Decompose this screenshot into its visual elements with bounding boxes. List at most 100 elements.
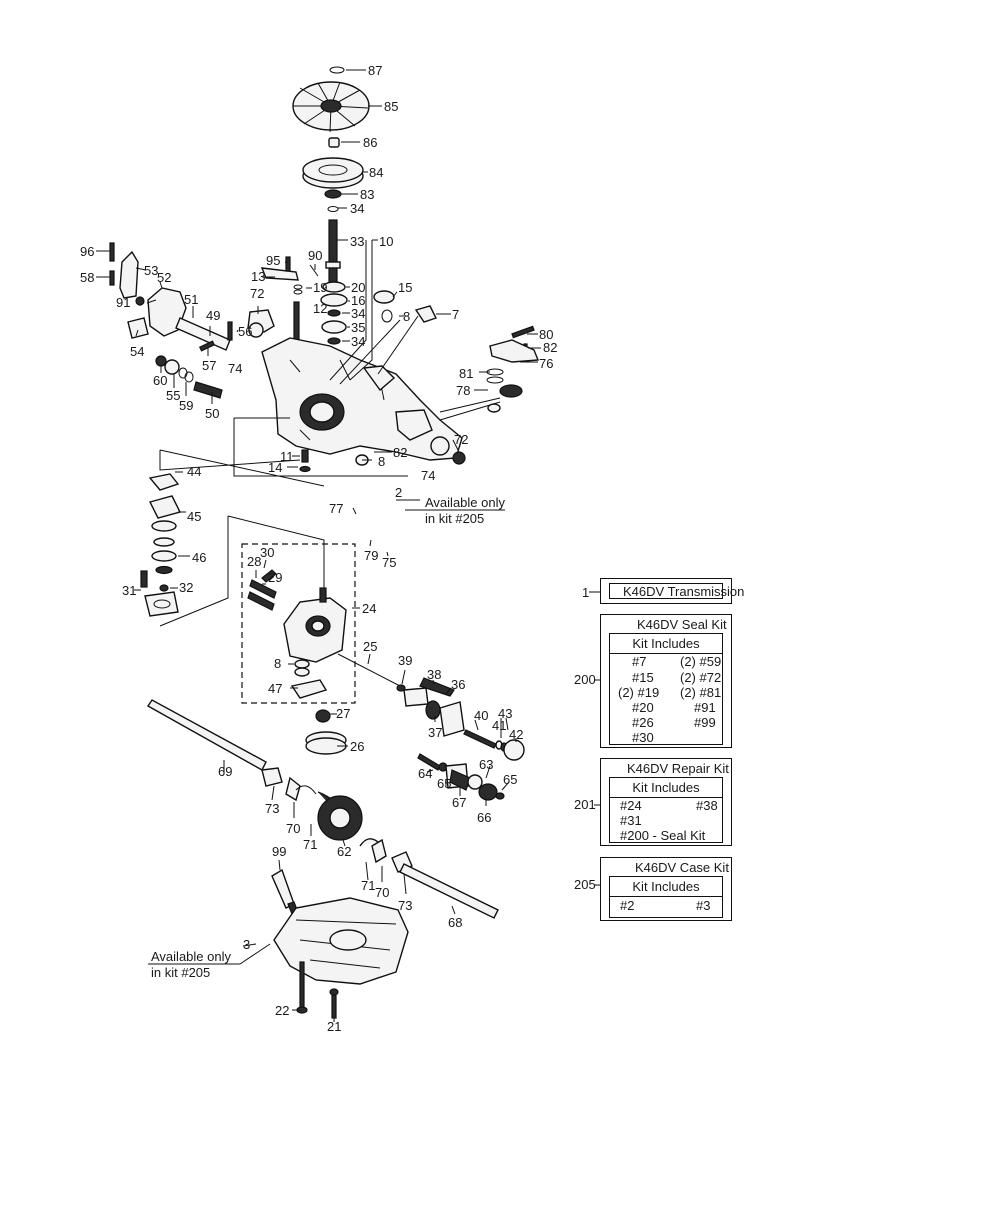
kit-repair-includes-label: Kit Includes [610,779,722,798]
right-axle-shape [399,863,499,919]
callout-59: 59 [179,398,193,413]
callout-24: 24 [362,601,376,616]
callout-71: 71 [303,837,317,852]
available-only-note-upper-2: in kit #205 [425,511,484,526]
seal-stack-group [293,281,348,345]
callout-76: 76 [539,356,553,371]
callout-39: 39 [398,653,412,668]
kit-repair-item: #38 [696,798,718,813]
callout-65b: 65 [503,772,517,787]
callout-79: 79 [364,548,378,563]
callout-32: 32 [179,580,193,595]
callout-74b: 74 [421,468,435,483]
callout-73: 73 [265,801,279,816]
input-shaft-shape [328,219,338,285]
callout-51: 51 [184,292,198,307]
callout-43: 43 [498,706,512,721]
pin-shape [293,301,300,343]
kit-case-title: K46DV Case Kit [635,860,729,875]
callout-87: 87 [368,63,382,78]
callout-55: 55 [166,388,180,403]
cooling-fan-group [292,66,370,285]
callout-58: 58 [80,270,94,285]
callout-65: 65 [437,776,451,791]
callout-36: 36 [451,677,465,692]
kit-repair-item: #31 [620,813,642,828]
callout-33: 33 [350,234,364,249]
callout-10: 10 [379,234,393,249]
callout-16: 16 [351,293,365,308]
kit-case-item: #2 [620,898,635,913]
callout-84: 84 [369,165,383,180]
kit-seal-item: #30 [632,730,654,745]
kit-repair-inner: Kit Includes #24 #31 #200 - Seal Kit #38 [609,777,723,843]
callout-64: 64 [418,766,432,781]
pulley-key-shape [328,137,340,148]
callout-8c: 8 [274,656,281,671]
leader-lines [148,240,420,965]
kit-seal-item: (2) #81 [680,685,722,700]
callout-54: 54 [130,344,144,359]
callout-21: 21 [327,1019,341,1034]
right-gear-train-upper [396,677,525,761]
left-column-parts [140,473,182,617]
callout-46: 46 [192,550,206,565]
left-control-linkage [109,242,319,399]
callout-47: 47 [268,681,282,696]
callout-20: 20 [351,280,365,295]
washer-shape [327,206,339,212]
axle-and-gears [146,699,505,919]
callout-49: 49 [206,308,220,323]
kit-seal-item: #7 [632,654,647,669]
lower-case-shape [273,897,409,1019]
callout-28: 28 [247,554,261,569]
callout-75: 75 [382,555,396,570]
callout-31: 31 [122,583,136,598]
callout-82b: 82 [393,445,407,460]
callout-12: 12 [313,301,327,316]
callout-26: 26 [350,739,364,754]
callout-91: 91 [116,295,130,310]
callout-63: 63 [479,757,493,772]
callout-34c: 34 [351,334,365,349]
kit-number-seal: 200 [574,672,596,687]
callout-13: 13 [251,269,265,284]
center-section-dashed-box [241,543,356,704]
available-only-note-upper-1: Available only [425,495,505,510]
kit-seal-title: K46DV Seal Kit [637,617,727,632]
callout-60: 60 [153,373,167,388]
kit-repair-item: #24 [620,798,642,813]
callout-74: 74 [228,361,242,376]
kit-seal-item: #15 [632,670,654,685]
left-axle-shape [146,699,267,771]
callout-14: 14 [268,460,282,475]
callout-2: 2 [395,485,402,500]
callout-67: 67 [452,795,466,810]
nut-shape [324,189,342,199]
kit-number-transmission: 1 [582,585,590,600]
kit-repair-box: K46DV Repair Kit Kit Includes #24 #31 #2… [600,758,732,846]
callout-41: 41 [492,718,506,733]
callout-72: 72 [250,286,264,301]
callout-34: 34 [350,201,364,216]
callout-leaders [96,69,541,1022]
kit-case-item: #3 [696,898,711,913]
callout-90: 90 [308,248,322,263]
main-housing-shape [261,290,466,473]
callout-30: 30 [260,545,274,560]
kit-seal-includes-label: Kit Includes [610,635,722,654]
retaining-ring-shape [329,66,345,74]
callout-19: 19 [313,280,327,295]
callout-96: 96 [80,244,94,259]
callout-69: 69 [218,764,232,779]
callout-44: 44 [187,464,201,479]
callout-53: 53 [144,263,158,278]
available-only-note-lower-2: in kit #205 [151,965,210,980]
callout-70b: 70 [375,885,389,900]
callout-56: 56 [238,324,252,339]
callout-52: 52 [157,270,171,285]
kit-transmission-box: K46DV Transmission [600,578,744,604]
sealant-tube-shape [271,868,299,915]
callout-3: 3 [243,937,250,952]
right-brake-linkage [439,325,540,421]
